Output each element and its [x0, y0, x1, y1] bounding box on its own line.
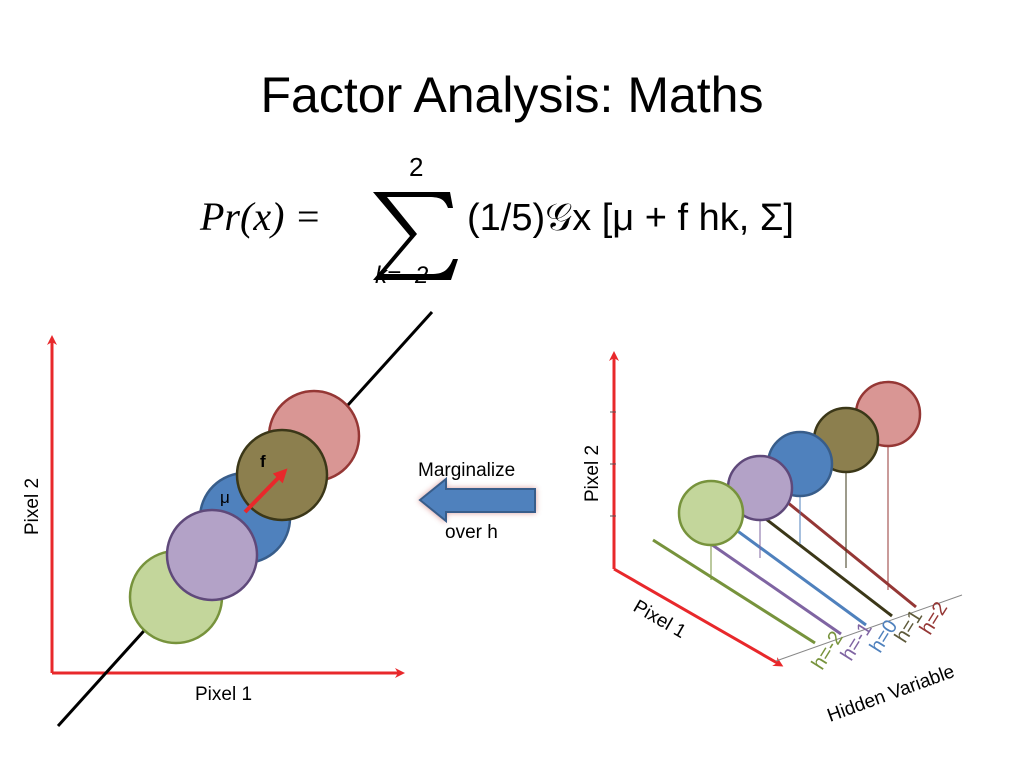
- hidden-variable-label: Hidden Variable: [825, 661, 958, 726]
- h-line-m2: [652, 538, 816, 645]
- h-label-2: h=2: [916, 598, 953, 638]
- right-x-axis-label: Pixel 1: [630, 596, 690, 643]
- factor-vector-arrow: [243, 468, 288, 514]
- marginalize-label-bottom: over h: [445, 522, 498, 543]
- right-y-axis-label: Pixel 2: [582, 445, 603, 502]
- gaussian-h2: [165, 508, 259, 602]
- formula-rhs: (1/5)𝒢x [μ + f hk, Σ]: [467, 197, 794, 239]
- right-x-axis: [613, 567, 784, 667]
- formula-lhs: Pr(x) =: [199, 194, 321, 239]
- formula: Pr(x) = 2 k=−2 (1/5)𝒢x [μ + f hk, Σ]: [199, 152, 794, 289]
- formula-sum-upper: 2: [409, 152, 423, 182]
- left-x-axis-label: Pixel 1: [195, 684, 252, 705]
- marginalize-label-top: Marginalize: [418, 460, 515, 481]
- left-y-axis-label: Pixel 2: [22, 478, 43, 535]
- right-gaussian-hm2: [677, 479, 745, 547]
- right-plot: h=-2 h=-1 h=0 h=1 h=2 Pixel 2 Pixel 1 Hi…: [582, 351, 963, 727]
- marginalize-arrow-group: Marginalize over h: [418, 460, 536, 543]
- sum-sign-icon: [373, 192, 458, 280]
- hidden-variable-axis: [775, 594, 963, 662]
- factor-label: f: [260, 452, 266, 471]
- left-plot: μ f Pixel 1 Pixel 2: [22, 310, 434, 728]
- formula-sum-lower: k=−2: [375, 262, 428, 289]
- mean-label: μ: [220, 488, 230, 507]
- slide-title: Factor Analysis: Maths: [260, 67, 764, 123]
- marginalize-arrow-icon: [418, 476, 536, 524]
